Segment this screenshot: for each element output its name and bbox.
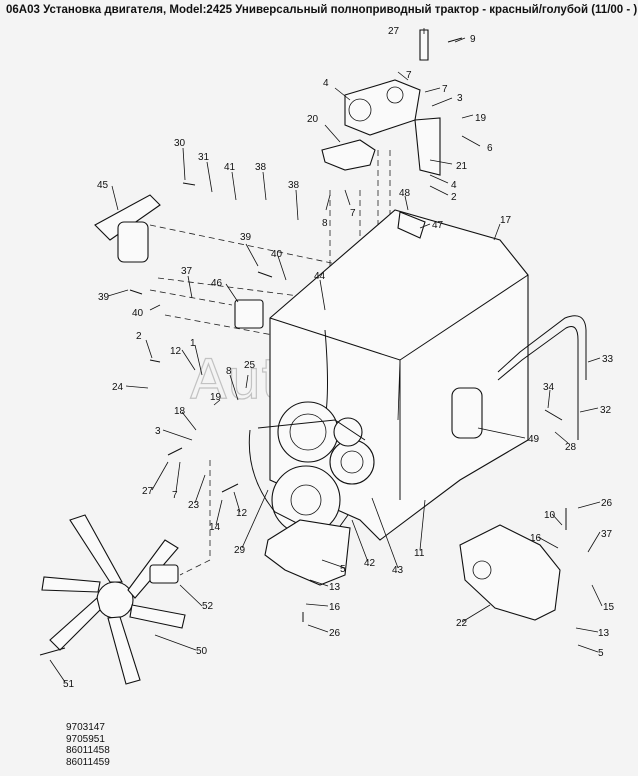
callout-26: 26 (329, 628, 341, 639)
callout-4: 4 (451, 180, 457, 191)
callout-45: 45 (97, 180, 109, 191)
callout-48: 48 (399, 188, 411, 199)
callout-39: 39 (240, 232, 252, 243)
engine-mount-bracket (459, 524, 561, 621)
callout-14: 14 (209, 522, 221, 533)
callout-27: 27 (388, 26, 400, 37)
callout-40: 40 (132, 308, 144, 319)
callout-8: 8 (226, 366, 232, 377)
callout-51: 51 (63, 679, 75, 690)
page-title: 06A03 Установка двигателя, Model:2425 Ун… (6, 4, 638, 16)
callout-4: 4 (323, 78, 329, 89)
callout-47: 47 (432, 220, 444, 231)
callout-46: 46 (211, 278, 223, 289)
callout-49: 49 (528, 434, 540, 445)
callout-39: 39 (98, 292, 110, 303)
callout-1: 1 (190, 338, 196, 349)
callout-23: 23 (188, 500, 200, 511)
callout-6: 6 (487, 143, 493, 154)
callout-11: 11 (414, 548, 425, 559)
filters (94, 194, 483, 439)
callout-7: 7 (172, 490, 178, 501)
callout-7: 7 (350, 208, 356, 219)
part-number: 86011459 (66, 756, 110, 768)
callout-27: 27 (142, 486, 154, 497)
callout-2: 2 (451, 192, 457, 203)
callout-52: 52 (202, 601, 214, 612)
part-numbers-list: 9703147 9705951 86011458 86011459 (66, 722, 110, 768)
callout-13: 13 (598, 628, 610, 639)
callout-5: 5 (598, 648, 604, 659)
callout-29: 29 (234, 545, 246, 556)
callout-28: 28 (565, 442, 577, 453)
callout-42: 42 (364, 558, 376, 569)
callout-3: 3 (457, 93, 463, 104)
callout-21: 21 (456, 161, 468, 172)
callout-41: 41 (224, 162, 236, 173)
callout-7: 7 (406, 70, 412, 81)
callout-38: 38 (255, 162, 267, 173)
callout-24: 24 (112, 382, 124, 393)
callout-10: 10 (544, 510, 556, 521)
callout-31: 31 (198, 152, 210, 163)
callout-9: 9 (470, 34, 476, 45)
callout-33: 33 (602, 354, 614, 365)
callout-25: 25 (244, 360, 256, 371)
part-number: 9705951 (66, 733, 105, 745)
callout-2: 2 (136, 331, 142, 342)
callout-34: 34 (543, 382, 555, 393)
callout-20: 20 (307, 114, 319, 125)
callout-3: 3 (155, 426, 161, 437)
callout-8: 8 (322, 218, 328, 229)
callout-18: 18 (174, 406, 186, 417)
callout-38: 38 (288, 180, 300, 191)
callout-43: 43 (392, 565, 404, 576)
callout-50: 50 (196, 646, 208, 657)
fuel-pipe (497, 315, 587, 440)
part-number: 86011458 (66, 745, 110, 756)
callout-16: 16 (530, 533, 542, 544)
callout-12: 12 (236, 508, 248, 519)
callout-32: 32 (600, 405, 612, 416)
callout-40: 40 (271, 249, 283, 260)
cooling-fan (41, 514, 186, 685)
callout-15: 15 (603, 602, 615, 613)
callout-17: 17 (500, 215, 512, 226)
callout-37: 37 (181, 266, 193, 277)
callout-labels: 27 9 4 7 7 3 20 19 6 21 4 2 30 31 41 38 … (63, 26, 615, 690)
callout-19: 19 (475, 113, 487, 124)
callout-12: 12 (170, 346, 182, 357)
callout-7: 7 (442, 84, 448, 95)
callout-37: 37 (601, 529, 613, 540)
callout-13: 13 (329, 582, 341, 593)
fasteners (39, 37, 567, 656)
callout-44: 44 (314, 271, 326, 282)
compressor-assembly (321, 29, 441, 176)
callout-22: 22 (456, 618, 468, 629)
front-pulleys (248, 401, 375, 586)
callout-5: 5 (340, 564, 346, 575)
leader-lines (49, 28, 603, 683)
part-number: 9703147 (66, 722, 105, 733)
callout-26: 26 (601, 498, 613, 509)
callout-19: 19 (210, 392, 222, 403)
callout-30: 30 (174, 138, 186, 149)
callout-16: 16 (329, 602, 341, 613)
